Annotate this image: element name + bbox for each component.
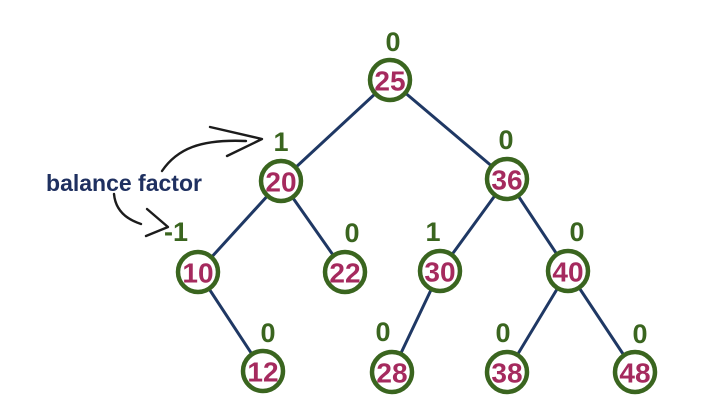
node-circle bbox=[484, 156, 530, 202]
node-circle bbox=[484, 349, 530, 395]
node-value: 40 bbox=[552, 257, 583, 288]
tree-node-28: 28 0 bbox=[369, 317, 415, 395]
tree-node-36: 36 0 bbox=[484, 125, 530, 202]
node-value: 25 bbox=[374, 66, 405, 97]
node-value: 20 bbox=[265, 167, 296, 198]
node-circle bbox=[417, 248, 463, 294]
arrow-to-upper-balance-factor bbox=[160, 139, 248, 173]
balance-factor-value: 0 bbox=[569, 217, 584, 247]
node-circle bbox=[175, 249, 221, 295]
balance-factor-value: 0 bbox=[632, 319, 647, 349]
tree-node-30: 30 1 bbox=[417, 217, 463, 294]
balance-factor-value: 0 bbox=[498, 125, 513, 155]
tree-node-40: 40 0 bbox=[545, 217, 591, 294]
node-value: 36 bbox=[491, 165, 522, 196]
node-circle bbox=[258, 158, 304, 204]
tree-node-48: 48 0 bbox=[612, 319, 658, 395]
arrow-to-lower-balance-factor bbox=[112, 192, 143, 226]
node-circle bbox=[367, 57, 413, 103]
tree-node-10: 10 -1 bbox=[164, 217, 221, 295]
tree-node-38: 38 0 bbox=[484, 318, 530, 395]
arrowhead-lower bbox=[144, 207, 170, 238]
balance-factor-value: 0 bbox=[495, 318, 510, 348]
balance-factor-annotation: balance factor bbox=[46, 125, 264, 238]
node-value: 22 bbox=[329, 258, 360, 289]
balance-factor-value: 1 bbox=[273, 127, 288, 157]
node-circle bbox=[545, 248, 591, 294]
node-value: 38 bbox=[491, 358, 522, 389]
balance-factor-label: balance factor bbox=[46, 170, 202, 196]
node-circle bbox=[240, 348, 286, 394]
tree-node-12: 12 0 bbox=[240, 318, 286, 394]
arrowhead-upper bbox=[208, 125, 264, 158]
balance-factor-value: 0 bbox=[375, 317, 390, 347]
edge-25-36 bbox=[388, 78, 509, 181]
balance-factor-value: 1 bbox=[425, 217, 440, 247]
node-value: 28 bbox=[376, 358, 407, 389]
node-circle bbox=[612, 349, 658, 395]
balance-factor-value: 0 bbox=[344, 218, 359, 248]
balance-factor-value: 0 bbox=[385, 27, 400, 57]
node-value: 10 bbox=[182, 258, 213, 289]
node-circle bbox=[322, 249, 368, 295]
tree-node-20: 20 1 bbox=[258, 127, 304, 204]
balance-factor-value: -1 bbox=[164, 217, 188, 247]
node-value: 30 bbox=[424, 257, 455, 288]
node-circle bbox=[369, 349, 415, 395]
tree-node-25: 25 0 bbox=[367, 27, 413, 103]
balance-factor-value: 0 bbox=[260, 318, 275, 348]
node-value: 12 bbox=[247, 357, 278, 388]
node-value: 48 bbox=[619, 358, 650, 389]
edge-25-20 bbox=[279, 78, 392, 183]
tree-node-22: 22 0 bbox=[322, 218, 368, 295]
